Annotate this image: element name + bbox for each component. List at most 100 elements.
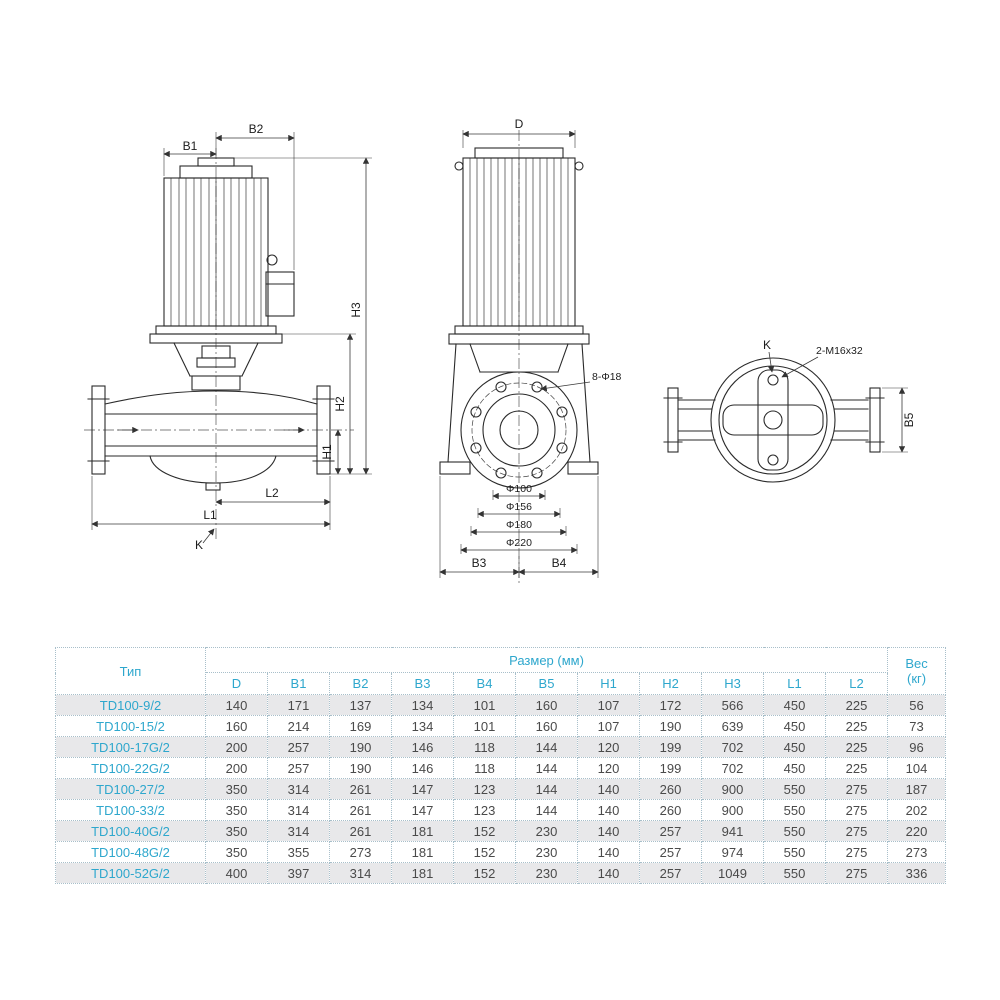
size-header: Размер (мм) <box>204 647 889 673</box>
dimension-cell: 257 <box>267 757 330 779</box>
motor-side <box>155 157 295 335</box>
dia-label-100: Φ100 <box>506 483 532 495</box>
dimension-cell: 397 <box>267 862 330 884</box>
weight-cell: 187 <box>887 778 947 800</box>
pump-type-cell: TD100-15/2 <box>55 715 206 737</box>
eye-bolt-left <box>454 161 464 171</box>
side-view: B2 B1 H3 H2 H1 L2 L1 K <box>84 122 372 552</box>
dimension-cell: 107 <box>577 715 640 737</box>
dimension-cell: 120 <box>577 736 640 758</box>
dimension-cell: 639 <box>701 715 764 737</box>
weight-cell: 220 <box>887 820 947 842</box>
dimension-cell: 230 <box>515 820 578 842</box>
column-header: B2 <box>329 672 392 695</box>
weight-cell: 96 <box>887 736 947 758</box>
thread-note: 2-M16x32 <box>816 345 863 357</box>
dimension-cell: 275 <box>824 778 889 800</box>
front-view-dimensions: D 8-Φ18 Φ100 Φ156 Φ180 Φ220 B3 <box>439 117 622 578</box>
dimension-cell: 152 <box>453 841 516 863</box>
dimension-cell: 260 <box>639 799 702 821</box>
drain-plug <box>205 482 221 491</box>
dimension-cell: 200 <box>205 736 268 758</box>
dimension-cell: 169 <box>329 715 392 737</box>
dimension-cell: 140 <box>577 820 640 842</box>
dimension-cell: 941 <box>701 820 764 842</box>
dimension-cell: 146 <box>391 736 454 758</box>
dimension-cell: 450 <box>763 694 826 716</box>
column-header: B5 <box>515 672 578 695</box>
column-header: L1 <box>763 672 826 695</box>
dimension-cell: 140 <box>577 841 640 863</box>
column-header: H3 <box>701 672 764 695</box>
pump-type-cell: TD100-22G/2 <box>55 757 206 779</box>
weight-cell: 56 <box>887 694 947 716</box>
dimension-cell: 181 <box>391 820 454 842</box>
dimension-cell: 134 <box>391 694 454 716</box>
dimension-cell: 147 <box>391 778 454 800</box>
column-header: B4 <box>453 672 516 695</box>
dimension-cell: 350 <box>205 778 268 800</box>
pump-type-cell: TD100-48G/2 <box>55 841 206 863</box>
bolt-circle <box>471 382 567 478</box>
dia-label-220: Φ220 <box>506 537 532 549</box>
dimension-cell: 900 <box>701 799 764 821</box>
foot-left <box>439 461 471 475</box>
support-front <box>439 333 599 475</box>
dimension-cell: 181 <box>391 841 454 863</box>
discharge-flange <box>316 385 331 475</box>
tapped-hole-top <box>767 374 779 386</box>
dimension-cell: 702 <box>701 736 764 758</box>
dia-label-180: Φ180 <box>506 519 532 531</box>
dimension-cell: 199 <box>639 736 702 758</box>
terminal-box <box>265 271 295 317</box>
dimension-cell: 160 <box>205 715 268 737</box>
column-header: L2 <box>824 672 889 695</box>
dim-label-l1: L1 <box>203 508 217 522</box>
eye-bolt-right <box>574 161 584 171</box>
dimension-cell: 101 <box>453 694 516 716</box>
column-header: H2 <box>639 672 702 695</box>
front-view: D 8-Φ18 Φ100 Φ156 Φ180 Φ220 B3 <box>439 117 622 583</box>
dimension-cell: 190 <box>329 757 392 779</box>
dimension-cell: 550 <box>763 862 826 884</box>
pump-type-cell: TD100-40G/2 <box>55 820 206 842</box>
dimension-cell: 273 <box>329 841 392 863</box>
dimension-cell: 120 <box>577 757 640 779</box>
dim-label-b1: B1 <box>183 139 198 153</box>
dimension-cell: 257 <box>639 820 702 842</box>
dimension-cell: 181 <box>391 862 454 884</box>
dimension-cell: 450 <box>763 715 826 737</box>
dim-label-h3: H3 <box>349 302 363 318</box>
dim-label-h1: H1 <box>320 444 334 460</box>
dimension-cell: 550 <box>763 820 826 842</box>
flange-outer-circle <box>460 371 578 489</box>
flange-right-top <box>869 387 881 453</box>
dimension-cell: 146 <box>391 757 454 779</box>
dim-label-h2: H2 <box>333 396 347 412</box>
dimension-cell: 144 <box>515 799 578 821</box>
weight-cell: 73 <box>887 715 947 737</box>
dimension-cell: 171 <box>267 694 330 716</box>
dimension-cell: 144 <box>515 736 578 758</box>
dimension-cell: 350 <box>205 841 268 863</box>
dimension-cell: 144 <box>515 778 578 800</box>
dimension-cell: 101 <box>453 715 516 737</box>
weight-header-unit: (кг) <box>906 671 927 686</box>
dimension-cell: 314 <box>267 799 330 821</box>
dim-label-d: D <box>515 117 524 131</box>
dimension-cell: 450 <box>763 757 826 779</box>
dimension-cell: 140 <box>577 778 640 800</box>
dimension-cell: 257 <box>639 841 702 863</box>
motor-front <box>454 147 584 335</box>
dimension-cell: 261 <box>329 799 392 821</box>
dimension-cell: 137 <box>329 694 392 716</box>
dimension-cell: 199 <box>639 757 702 779</box>
